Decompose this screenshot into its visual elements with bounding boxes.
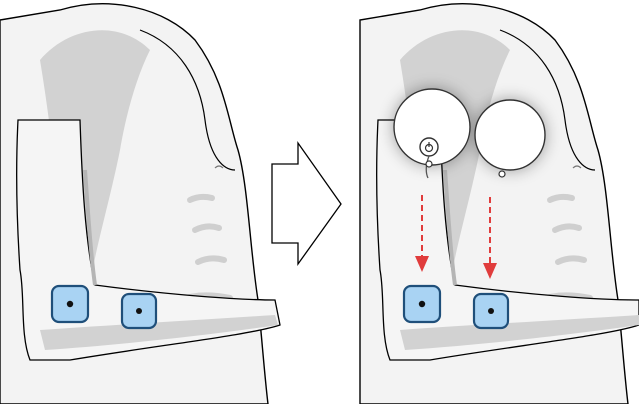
pod-snap-1 (426, 161, 432, 167)
electrode-pad-icon (419, 301, 425, 307)
electrode-pad-2-before (122, 294, 156, 328)
stimulator-pod-icon (475, 100, 545, 170)
panel-before (0, 4, 280, 404)
right-arrow-outline-icon (272, 143, 341, 264)
power-button-icon (420, 138, 438, 156)
electrode-pad-icon (136, 308, 142, 314)
electrode-pad-1-after (404, 286, 440, 322)
pod-snap-2 (499, 171, 505, 177)
electrode-pad-icon (67, 301, 73, 307)
electrode-pad-2-after (474, 294, 508, 328)
electrode-pad-1-before (52, 286, 88, 322)
electrode-pad-icon (488, 308, 494, 314)
panel-after (360, 4, 639, 404)
